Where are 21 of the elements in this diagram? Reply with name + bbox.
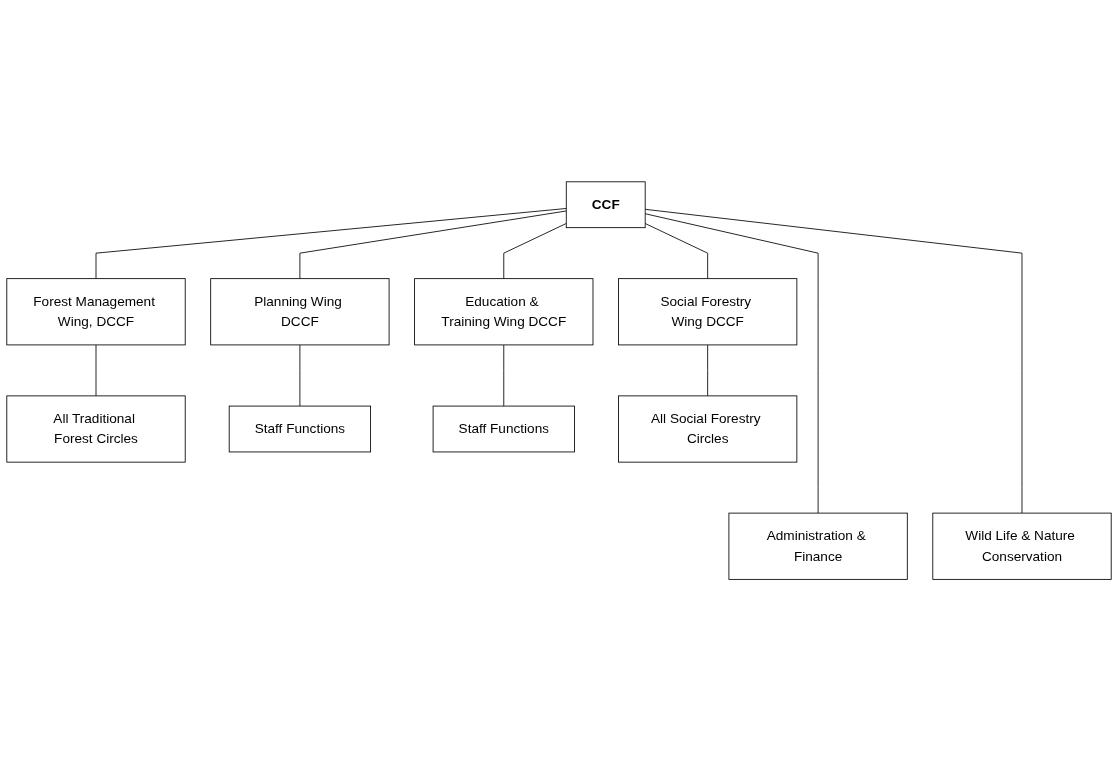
- node-box: Education & Training Wing DCCF: [414, 278, 594, 346]
- connector: [299, 210, 567, 280]
- node-box: CCF: [565, 181, 646, 229]
- connector: [644, 209, 1023, 514]
- node-box: Administration & Finance: [728, 513, 908, 581]
- connector: [95, 344, 97, 397]
- connector: [503, 223, 567, 280]
- connector: [644, 223, 709, 280]
- connector: [707, 344, 709, 397]
- node-box: Forest Management Wing, DCCF: [6, 278, 186, 346]
- node-box: Wild Life & Nature Conservation: [932, 513, 1112, 581]
- connector: [644, 213, 819, 514]
- node-box: Planning Wing DCCF: [210, 278, 390, 346]
- node-box: All Traditional Forest Circles: [6, 395, 186, 463]
- connector: [299, 344, 301, 407]
- node-box: Staff Functions: [432, 406, 575, 453]
- node-box: Social Forestry Wing DCCF: [618, 278, 798, 346]
- node-box: Staff Functions: [228, 406, 371, 453]
- connector: [95, 208, 567, 280]
- node-box: All Social Forestry Circles: [618, 395, 798, 463]
- connector: [503, 344, 505, 407]
